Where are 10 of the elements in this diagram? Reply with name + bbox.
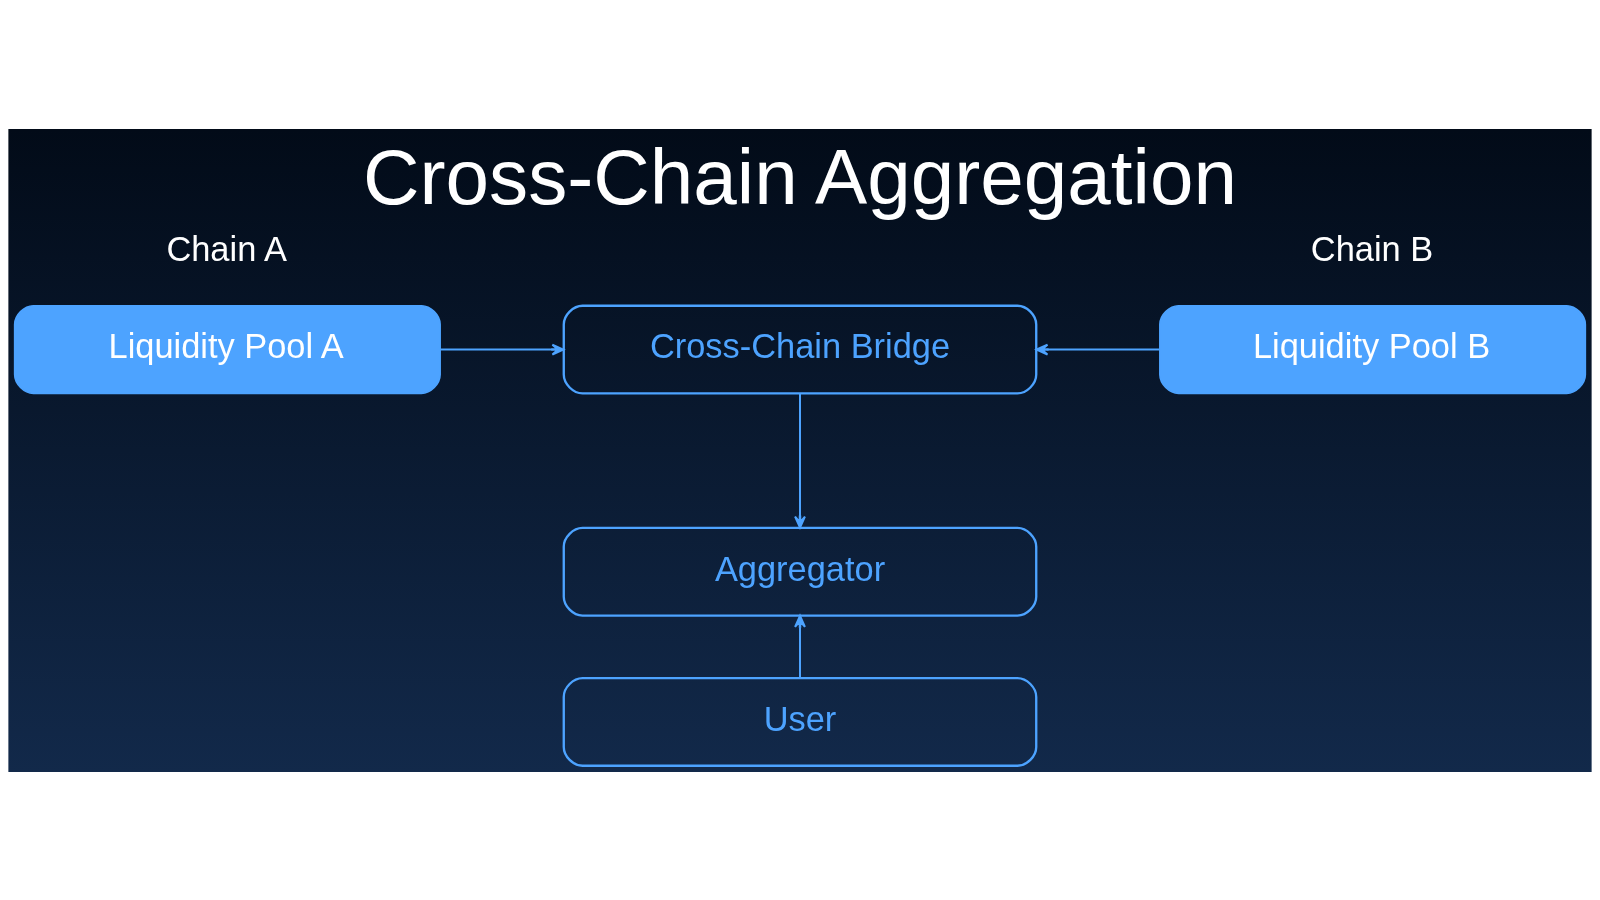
node-box: User (562, 676, 1038, 767)
node-box: Aggregator (562, 526, 1038, 617)
node-label: Chain B (1310, 229, 1434, 268)
node-box: Cross-Chain Bridge (562, 304, 1038, 395)
node-label: Chain A (166, 229, 287, 268)
arrow (1035, 343, 1160, 356)
diagram-title: Cross-Chain Aggregation (363, 132, 1237, 221)
arrow (440, 343, 565, 356)
arrow (794, 393, 806, 529)
arrow (794, 614, 806, 678)
